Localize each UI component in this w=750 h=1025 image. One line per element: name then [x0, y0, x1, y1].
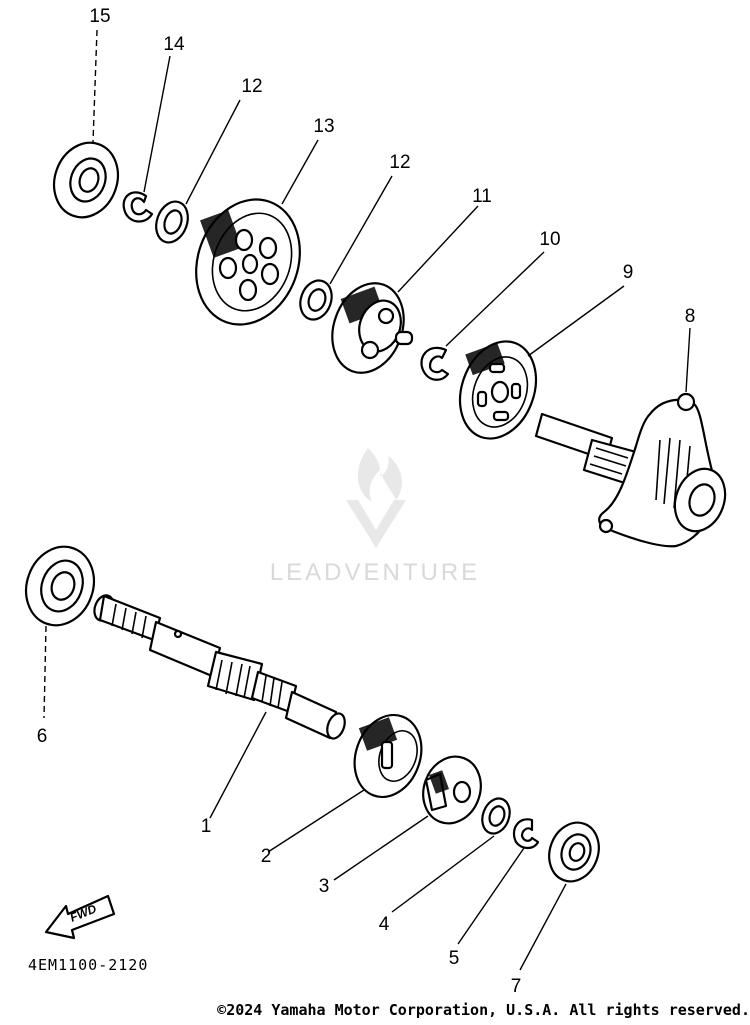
watermark-text: LEADVENTURE [270, 559, 480, 586]
leader-2 [267, 789, 365, 853]
part-4-washer [481, 797, 511, 835]
callout-1: 1 [201, 816, 212, 837]
leader-12-lower [329, 175, 393, 285]
leader-14 [143, 55, 171, 193]
part-10-circlip [420, 346, 450, 381]
diagram-code: 4EM1100-2120 [28, 956, 148, 974]
callout-6: 6 [37, 726, 48, 747]
watermark-logo [346, 448, 406, 548]
part-1-main-shaft [93, 594, 346, 740]
callout-10: 10 [539, 229, 560, 250]
part-6-bearing [25, 545, 95, 627]
part-8-shaft-gear [534, 392, 727, 548]
leader-11 [397, 205, 479, 293]
part-7-bearing [548, 821, 600, 883]
callout-5: 5 [449, 948, 460, 969]
leader-1 [209, 711, 267, 819]
leader-10 [445, 251, 545, 347]
callout-14: 14 [163, 34, 185, 55]
callout-11: 11 [472, 186, 492, 207]
callout-8: 8 [685, 306, 696, 327]
part-11-gear [331, 282, 414, 374]
leader-4 [391, 835, 495, 913]
leader-3 [333, 815, 429, 881]
leader-8 [685, 327, 691, 393]
callout-4: 4 [379, 914, 390, 935]
callout-7: 7 [511, 976, 522, 997]
callout-12-upper: 12 [241, 76, 262, 97]
callout-9: 9 [623, 262, 634, 283]
part-12-washer-lower [299, 279, 333, 321]
leader-9 [527, 285, 625, 357]
leader-13 [281, 139, 319, 205]
part-3-gear [422, 755, 482, 825]
part-2-gear [353, 713, 423, 799]
leader-7 [519, 883, 567, 971]
fwd-arrow-icon: FWD [44, 894, 116, 940]
leader-5 [457, 847, 525, 945]
part-9-gear [458, 340, 538, 440]
leader-6 [43, 625, 47, 719]
copyright-notice: ©2024 Yamaha Motor Corporation, U.S.A. A… [217, 1001, 750, 1019]
part-13-gear [195, 198, 301, 326]
part-5-circlip [512, 818, 540, 850]
leader-15 [92, 29, 98, 143]
part-12-washer-upper [155, 200, 189, 244]
part-15-bearing [53, 141, 119, 219]
part-14-circlip [122, 191, 154, 223]
callout-12-lower: 12 [389, 152, 410, 173]
callout-13: 13 [313, 116, 334, 137]
callout-2: 2 [261, 846, 272, 867]
leader-12-upper [185, 99, 241, 205]
callout-3: 3 [319, 876, 330, 897]
callout-15: 15 [89, 6, 110, 27]
